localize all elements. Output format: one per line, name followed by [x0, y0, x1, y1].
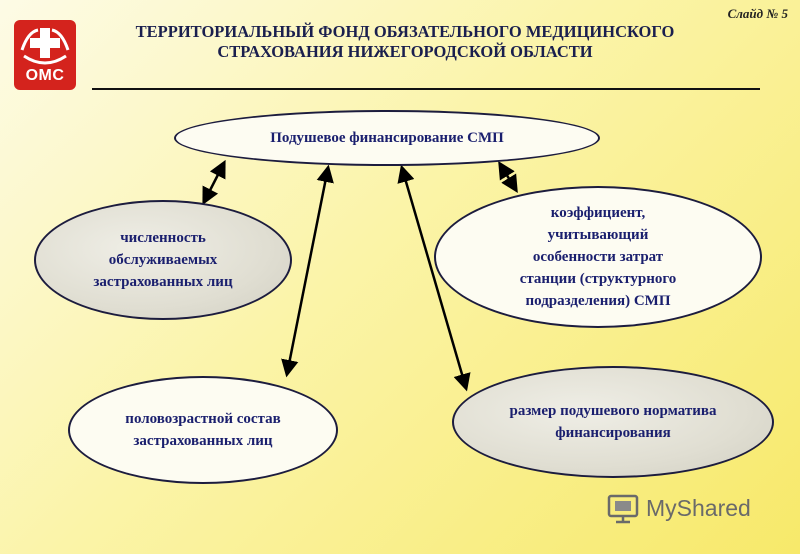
logo-text: ОМС	[25, 67, 65, 84]
node-insured-count-line-2: обслуживаемых	[108, 252, 218, 268]
node-age-sex-structure-line-1: половозрастной состав	[125, 411, 281, 427]
arrow-center-to-left-top	[202, 159, 226, 206]
node-capitation-norm-line-1: размер подушевого норматива	[509, 403, 717, 419]
center-node: Подушевое финансирование СМП	[174, 110, 600, 166]
node-age-sex-structure: половозрастной состав застрахованных лиц	[68, 376, 338, 484]
page-title: ТЕРРИТОРИАЛЬНЫЙ ФОНД ОБЯЗАТЕЛЬНОГО МЕДИЦ…	[100, 22, 710, 62]
arrow-center-to-left-bottom	[281, 164, 334, 378]
center-node-label: Подушевое финансирование СМП	[270, 130, 504, 146]
arrow-center-to-right-top	[498, 161, 518, 193]
node-capitation-norm-line-2: финансирования	[555, 425, 671, 441]
watermark-text: MyShared	[646, 494, 751, 521]
title-divider	[92, 88, 760, 90]
presentation-icon	[607, 494, 639, 524]
node-cost-coefficient-line-1: коэффициент,	[550, 205, 646, 221]
node-cost-coefficient-line-2: учитывающий	[547, 227, 649, 243]
title-line-2: СТРАХОВАНИЯ НИЖЕГОРОДСКОЙ ОБЛАСТИ	[217, 42, 593, 61]
node-cost-coefficient-line-3: особенности затрат	[532, 249, 664, 265]
node-age-sex-structure-line-2: застрахованных лиц	[133, 433, 273, 449]
node-cost-coefficient: коэффициент, учитывающий особенности зат…	[434, 186, 762, 328]
node-insured-count-line-1: численность	[120, 230, 206, 246]
arrow-center-to-right-bottom	[397, 164, 471, 392]
medical-cross-icon	[20, 28, 70, 65]
node-cost-coefficient-line-4: станции (структурного	[519, 271, 677, 287]
node-insured-count-line-3: застрахованных лиц	[93, 274, 233, 290]
node-capitation-norm: размер подушевого норматива финансирован…	[452, 366, 774, 478]
oms-logo: ОМС	[14, 20, 76, 90]
watermark: MyShared	[606, 490, 751, 526]
slide-number: Слайд № 5	[727, 6, 788, 21]
node-insured-count: численность обслуживаемых застрахованных…	[34, 200, 292, 320]
node-cost-coefficient-line-5: подразделения) СМП	[525, 293, 671, 309]
title-line-1: ТЕРРИТОРИАЛЬНЫЙ ФОНД ОБЯЗАТЕЛЬНОГО МЕДИЦ…	[135, 22, 675, 41]
